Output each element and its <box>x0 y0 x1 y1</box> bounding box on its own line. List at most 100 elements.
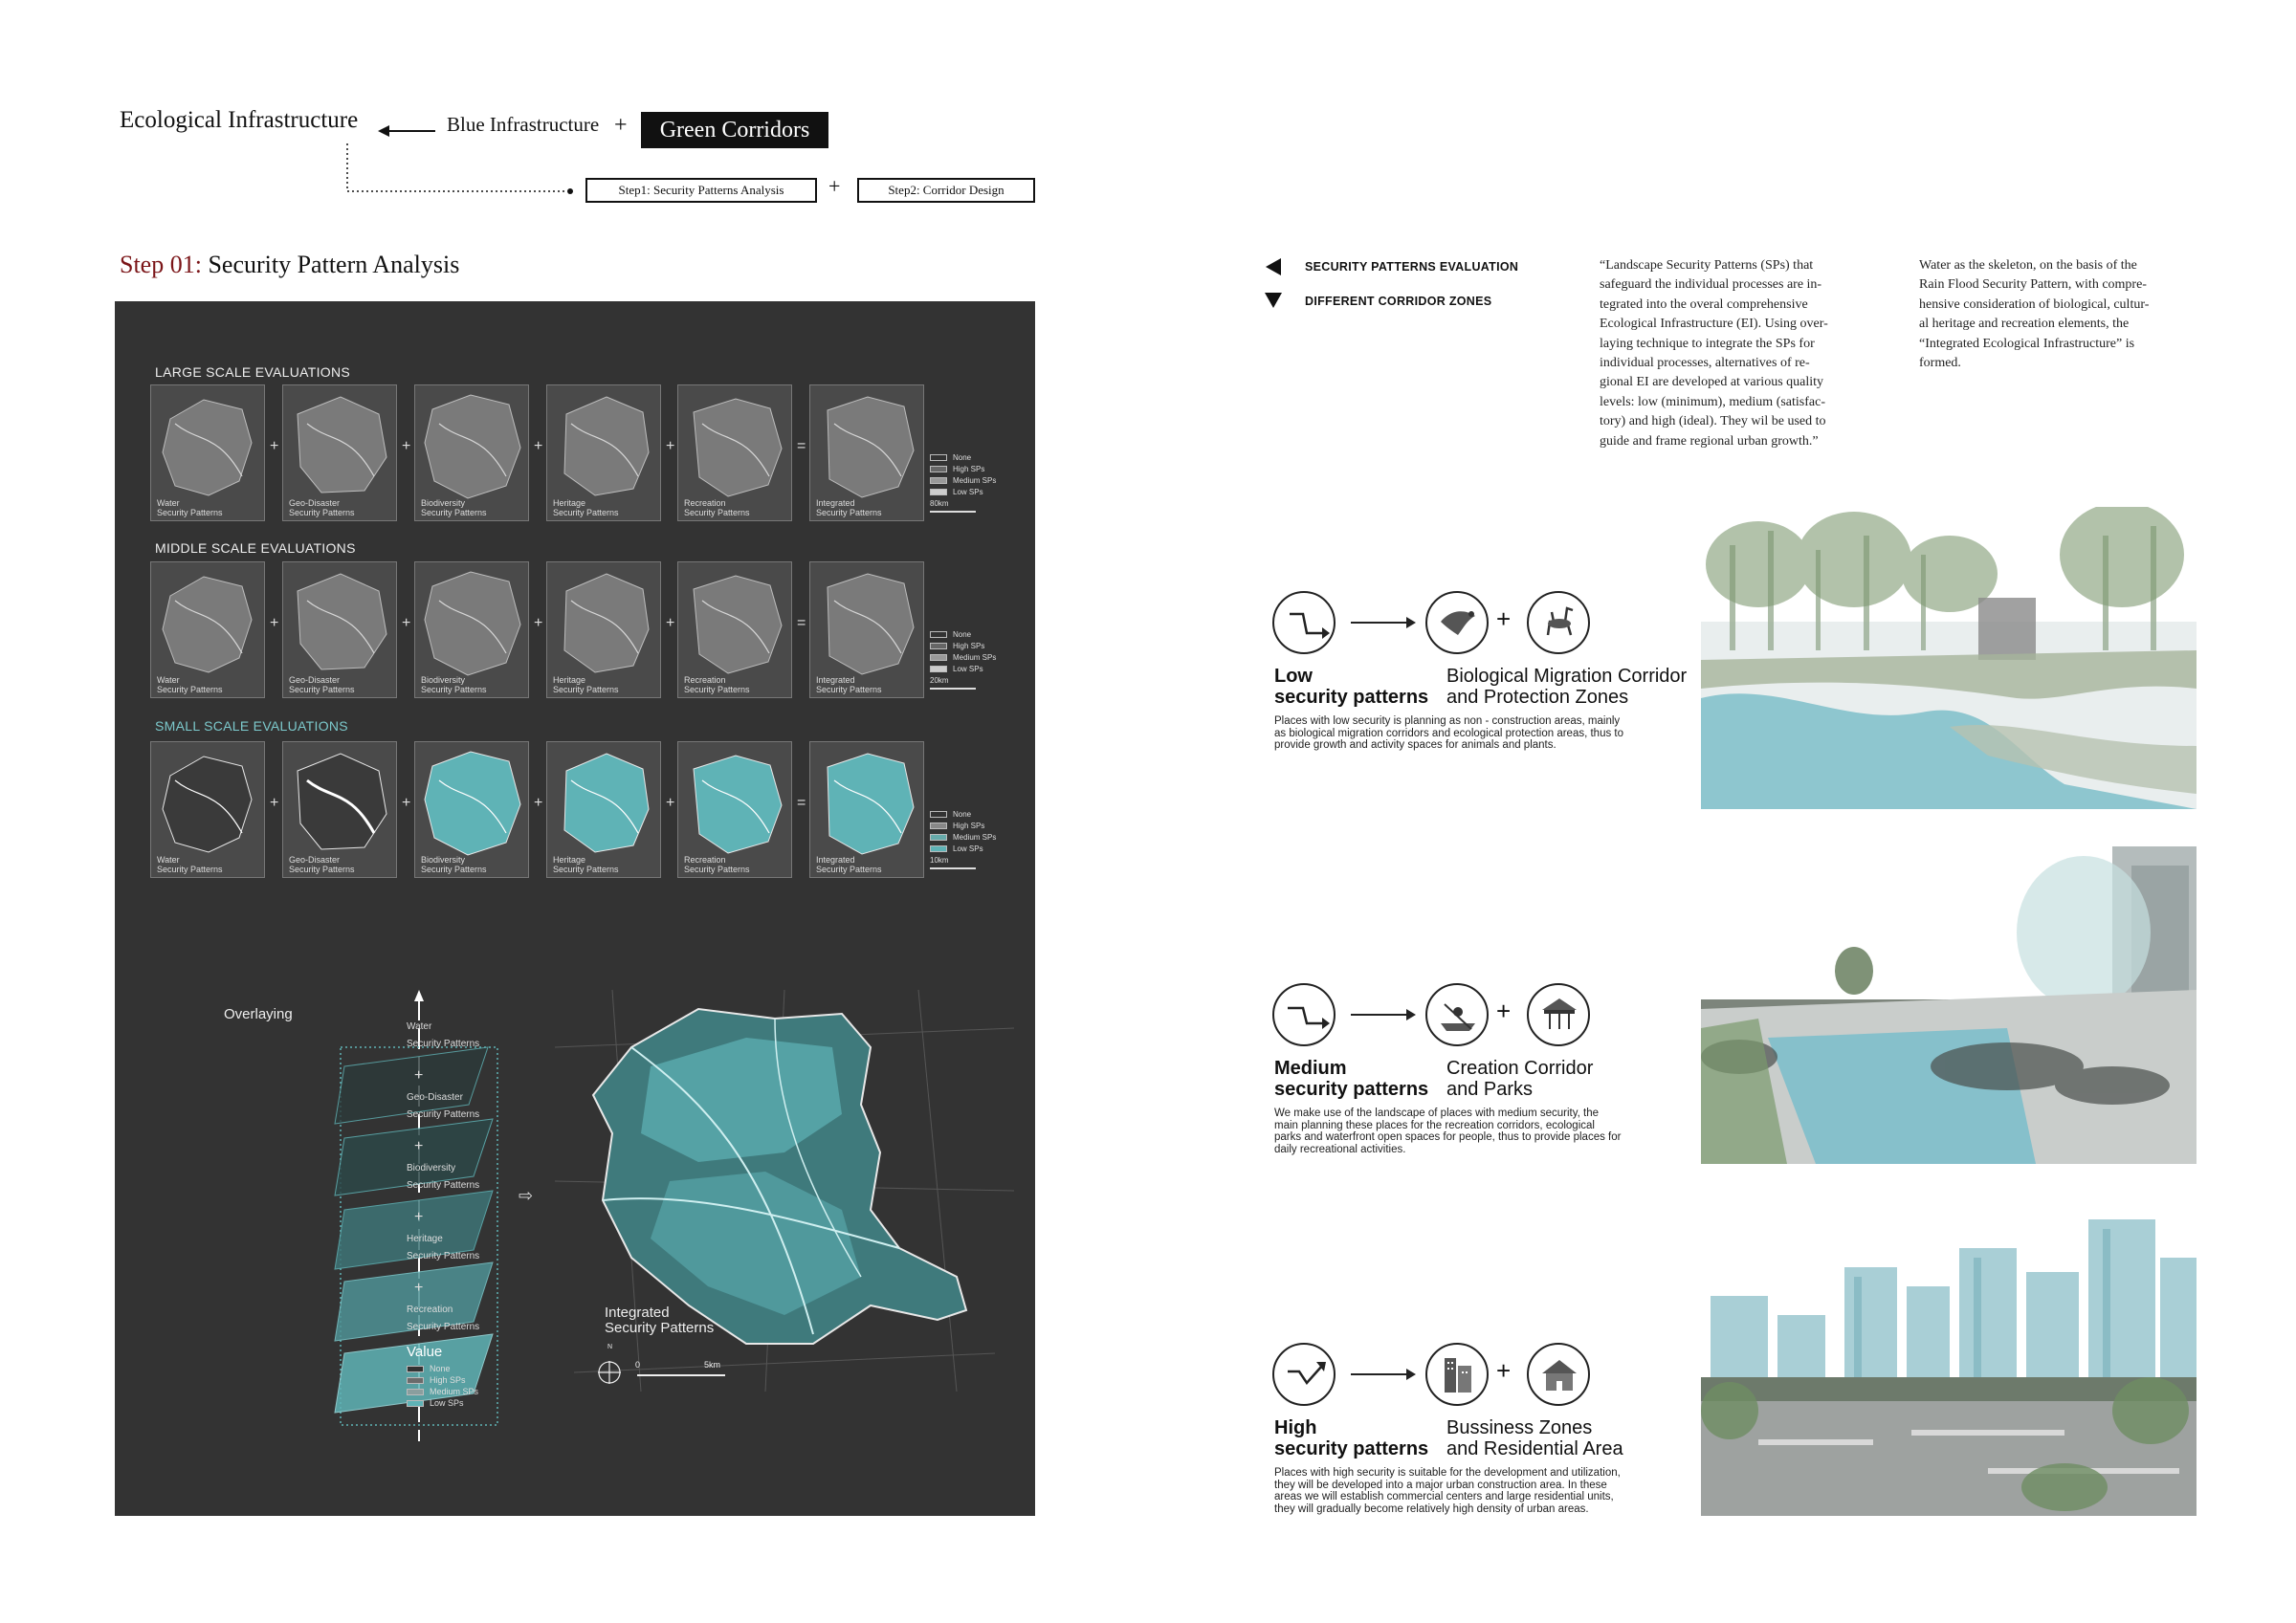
plus-sign: + <box>666 615 675 631</box>
tile-label-line1: Recreation <box>684 498 726 508</box>
value-legend-row: None <box>407 1363 478 1374</box>
zone-title-line1: Biological Migration Corridor <box>1446 666 1688 687</box>
tile-label-line2: Security Patterns <box>684 865 750 874</box>
legend-label: Low SPs <box>430 1398 464 1408</box>
icon-circle <box>1527 1343 1590 1406</box>
legend-swatch <box>930 642 947 649</box>
description-line: Places with low security is planning as … <box>1274 715 1621 727</box>
icon-circle <box>1425 591 1489 654</box>
tile-label-line1: Water <box>157 855 180 865</box>
overlaying-label: Overlaying <box>224 1006 293 1022</box>
icon-circle <box>1527 591 1590 654</box>
value-legend-row: Low SPs <box>407 1397 478 1409</box>
description-line: We make use of the landscape of places w… <box>1274 1108 1599 1119</box>
tile-label-line2: Security Patterns <box>157 685 223 694</box>
tile-label-line2: Security Patterns <box>553 508 619 517</box>
icon-circle <box>1527 983 1590 1046</box>
legend-swatch <box>930 822 947 829</box>
legend-label: None <box>953 809 972 819</box>
equals-sign: = <box>797 615 806 631</box>
legend-label: Low SPs <box>953 844 983 853</box>
zone-title-line1: Bussiness Zones <box>1446 1417 1593 1438</box>
corridor-zones-label: DIFFERENT CORRIDOR ZONES <box>1305 295 1492 308</box>
scale-bar-label: 80km <box>930 499 949 508</box>
legend-row: Medium SPs <box>930 651 996 663</box>
value-legend-row: Medium SPs <box>407 1386 478 1397</box>
security-level-line2: security patterns <box>1274 687 1429 708</box>
left-arrow-icon <box>378 125 435 137</box>
legend-swatch <box>930 465 947 472</box>
legend-row: None <box>930 808 996 820</box>
plus-sign: + <box>270 795 279 811</box>
zone-description: Places with low security is planning as … <box>1274 715 1657 752</box>
legend-label: Medium SPs <box>953 652 997 662</box>
quote-line: gional EI are developed at various quali… <box>1600 375 1824 390</box>
quote-line: levels: low (minimum), medium (satisfac- <box>1600 394 1826 409</box>
tile-label-line1: Recreation <box>684 675 726 685</box>
bird-icon <box>1441 611 1475 635</box>
plus-sign: + <box>1496 997 1512 1025</box>
stack-label-line2: Security Patterns <box>407 1109 480 1120</box>
plus-sign: + <box>1496 604 1512 633</box>
legend-swatch <box>407 1399 424 1407</box>
tile-label-line2: Security Patterns <box>553 685 619 694</box>
tile-label-line1: Integrated <box>816 855 855 865</box>
scale-bar-label: 10km <box>930 856 949 865</box>
triangle-left-icon <box>1266 258 1281 275</box>
legend-label: Medium SPs <box>953 475 997 485</box>
water-line: Rain Flood Security Pattern, with compre… <box>1919 277 2147 293</box>
plus-sign: + <box>414 1067 424 1084</box>
tile-label-line2: Security Patterns <box>289 685 355 694</box>
water-skeleton-paragraph: Water as the skeleton, on the basis of t… <box>1919 256 2149 373</box>
boat-icon <box>1441 1003 1475 1031</box>
description-line: they will gradually become relatively hi… <box>1274 1502 1589 1515</box>
tile-label-line1: Recreation <box>684 855 726 865</box>
tile-label-line1: Heritage <box>553 498 586 508</box>
integrated-map-title: Integrated Security Patterns <box>605 1305 714 1336</box>
legend-row: Medium SPs <box>930 831 996 843</box>
large-scale-label: LARGE SCALE EVALUATIONS <box>155 364 351 380</box>
tile-label-line2: Security Patterns <box>289 508 355 517</box>
legend-swatch <box>930 488 947 495</box>
trend-flat-icon <box>1288 1006 1330 1029</box>
stack-label-line2: Security Patterns <box>407 1251 480 1261</box>
security-pattern-panel: LARGE SCALE EVALUATIONS MIDDLE SCALE EVA… <box>115 301 1035 1516</box>
plus-sign: + <box>666 795 675 811</box>
step1-box: Step1: Security Patterns Analysis <box>585 178 817 203</box>
tile-label-line1: Heritage <box>553 675 586 685</box>
step-heading: Step 01: Security Pattern Analysis <box>120 251 459 279</box>
legend-swatch <box>407 1388 424 1395</box>
trend-up-icon <box>1288 1362 1326 1386</box>
stack-label-line2: Security Patterns <box>407 1180 480 1191</box>
legend-label: Low SPs <box>953 487 983 496</box>
plus-sign: + <box>414 1280 424 1296</box>
dotted-connector <box>346 143 573 194</box>
quote-line: “Landscape Security Patterns (SPs) that <box>1600 258 1814 273</box>
tile-label-line1: Heritage <box>553 855 586 865</box>
quote-line: laying technique to integrate the SPs fo… <box>1600 336 1815 351</box>
description-line: as biological migration corridors and ec… <box>1274 727 1624 739</box>
icon-circle <box>1272 983 1336 1046</box>
quote-line: individual processes, alternatives of re… <box>1600 356 1810 371</box>
